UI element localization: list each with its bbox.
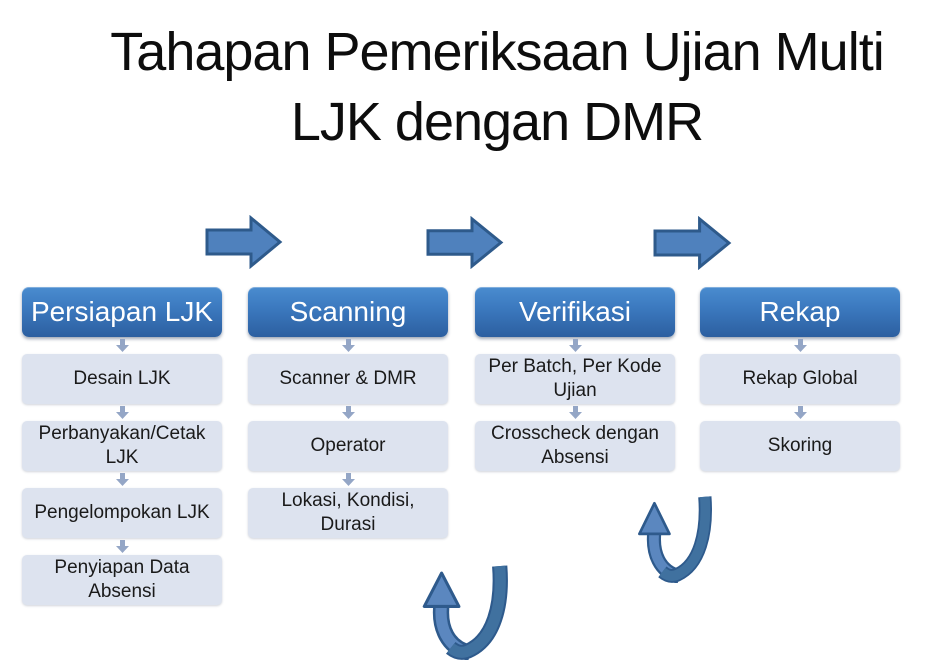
step-box: Rekap Global [700, 354, 900, 404]
connector-down-icon [700, 337, 900, 354]
connector-down-icon [248, 404, 448, 421]
column-header: Scanning [248, 287, 448, 337]
process-column-persiapan-ljk: Persiapan LJK Desain LJK Perbanyakan/Cet… [22, 287, 222, 605]
connector-down-icon [475, 337, 675, 354]
flow-right-arrow-icon [426, 216, 504, 269]
step-box: Desain LJK [22, 354, 222, 404]
step-box: Perbanyakan/Cetak LJK [22, 421, 222, 471]
step-box: Crosscheck dengan Absensi [475, 421, 675, 471]
step-box: Scanner & DMR [248, 354, 448, 404]
connector-down-icon [22, 337, 222, 354]
process-column-scanning: Scanning Scanner & DMR Operator Lokasi, … [248, 287, 448, 538]
step-box: Skoring [700, 421, 900, 471]
step-box: Penyiapan Data Absensi [22, 555, 222, 605]
column-header: Rekap [700, 287, 900, 337]
connector-down-icon [22, 538, 222, 555]
slide-title: Tahapan Pemeriksaan Ujian Multi LJK deng… [110, 22, 884, 152]
process-column-rekap: Rekap Rekap Global Skoring [700, 287, 900, 471]
connector-down-icon [475, 404, 675, 421]
connector-down-icon [22, 404, 222, 421]
step-box: Operator [248, 421, 448, 471]
column-header: Persiapan LJK [22, 287, 222, 337]
flow-right-arrow-icon [205, 215, 283, 269]
connector-down-icon [248, 337, 448, 354]
process-column-verifikasi: Verifikasi Per Batch, Per Kode Ujian Cro… [475, 287, 675, 471]
u-turn-up-arrow-icon [410, 563, 516, 660]
column-header: Verifikasi [475, 287, 675, 337]
step-box: Lokasi, Kondisi, Durasi [248, 488, 448, 538]
connector-down-icon [22, 471, 222, 488]
step-box: Per Batch, Per Kode Ujian [475, 354, 675, 404]
step-box: Pengelompokan LJK [22, 488, 222, 538]
connector-down-icon [700, 404, 900, 421]
connector-down-icon [248, 471, 448, 488]
flow-right-arrow-icon [653, 216, 732, 270]
u-turn-up-arrow-icon [627, 494, 719, 583]
